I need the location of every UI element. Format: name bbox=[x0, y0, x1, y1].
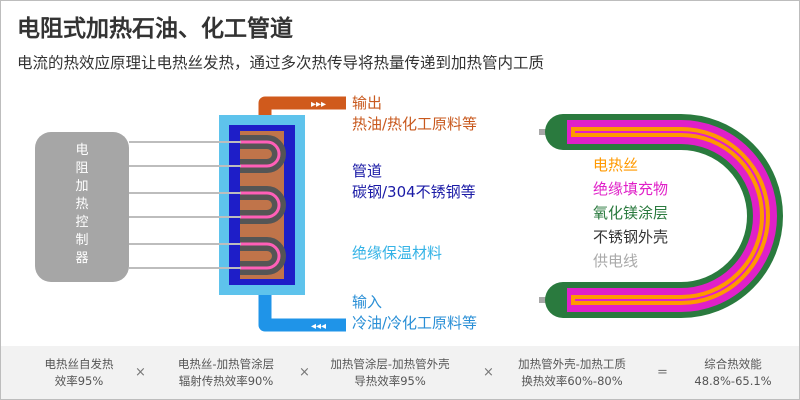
u-tube bbox=[539, 114, 783, 318]
efficiency-label: 电热丝自发热 bbox=[44, 357, 114, 371]
efficiency-value: 换热效率60%-80% bbox=[521, 374, 623, 388]
output-title: 输出 bbox=[352, 94, 382, 112]
legend-filler: 绝缘填充物 bbox=[593, 180, 668, 198]
multiply-operator: × bbox=[483, 365, 494, 380]
controller-char: 阻 bbox=[75, 161, 88, 176]
controller-char: 电 bbox=[75, 143, 88, 158]
efficiency-item: 电热丝自发热 效率95% bbox=[19, 356, 139, 390]
efficiency-value: 48.8%-65.1% bbox=[694, 374, 772, 388]
legend-coating: 氧化镁涂层 bbox=[593, 204, 668, 222]
controller-char: 加 bbox=[75, 179, 88, 194]
efficiency-label: 综合热效能 bbox=[704, 357, 762, 371]
controller-box bbox=[35, 132, 129, 282]
efficiency-label: 加热管外壳-加热工质 bbox=[518, 357, 626, 371]
legend-lead: 供电线 bbox=[593, 252, 638, 270]
efficiency-label: 加热管涂层-加热管外壳 bbox=[330, 357, 450, 371]
efficiency-total: 综合热效能 48.8%-65.1% bbox=[673, 356, 793, 390]
heating-element-wire bbox=[240, 191, 281, 219]
heating-element-wire bbox=[240, 140, 281, 168]
pipe-desc: 碳钢/304不锈钢等 bbox=[352, 183, 476, 201]
efficiency-value: 效率95% bbox=[54, 374, 104, 388]
output-desc: 热油/热化工原料等 bbox=[352, 115, 477, 133]
input-title: 输入 bbox=[352, 293, 382, 311]
input-arrows: ◂◂◂ bbox=[311, 321, 326, 332]
page-title: 电阻式加热石油、化工管道 bbox=[17, 16, 293, 42]
controller-char: 器 bbox=[75, 251, 88, 266]
efficiency-item: 加热管外壳-加热工质 换热效率60%-80% bbox=[497, 356, 647, 390]
insulation-label: 绝缘保温材料 bbox=[352, 244, 442, 262]
heating-diagram: 电 阻 加 热 控 制 器 ▸▸▸ ◂◂◂ bbox=[35, 94, 783, 332]
efficiency-value: 辐射传热效率90% bbox=[178, 374, 274, 388]
multiply-operator: × bbox=[299, 365, 310, 380]
output-arrows: ▸▸▸ bbox=[311, 99, 326, 110]
input-desc: 冷油/冷化工原料等 bbox=[352, 314, 477, 332]
controller-char: 热 bbox=[75, 197, 88, 212]
efficiency-item: 电热丝-加热管涂层 辐射传热效率90% bbox=[151, 356, 301, 390]
efficiency-item: 加热管涂层-加热管外壳 导热效率95% bbox=[315, 356, 465, 390]
controller-wires bbox=[129, 141, 241, 269]
heating-elements bbox=[240, 135, 286, 275]
multiply-operator: × bbox=[135, 365, 146, 380]
legend-shell: 不锈钢外壳 bbox=[593, 228, 668, 246]
controller-char: 控 bbox=[75, 215, 88, 230]
efficiency-label: 电热丝-加热管涂层 bbox=[177, 357, 275, 371]
page-subtitle: 电流的热效应原理让电热丝发热，通过多次热传导将热量传递到加热管内工质 bbox=[17, 54, 545, 72]
efficiency-bar: 电热丝自发热 效率95% × 电热丝-加热管涂层 辐射传热效率90% × 加热管… bbox=[1, 346, 799, 399]
input-pipe bbox=[258, 283, 346, 332]
controller-char: 制 bbox=[75, 233, 88, 248]
legend-wire: 电热丝 bbox=[593, 156, 638, 174]
heating-element-wire bbox=[240, 242, 281, 270]
equals-operator: = bbox=[657, 365, 668, 380]
efficiency-value: 导热效率95% bbox=[354, 374, 426, 388]
controller-label: 电 阻 加 热 控 制 器 bbox=[75, 143, 88, 266]
pipe-title: 管道 bbox=[352, 162, 382, 180]
